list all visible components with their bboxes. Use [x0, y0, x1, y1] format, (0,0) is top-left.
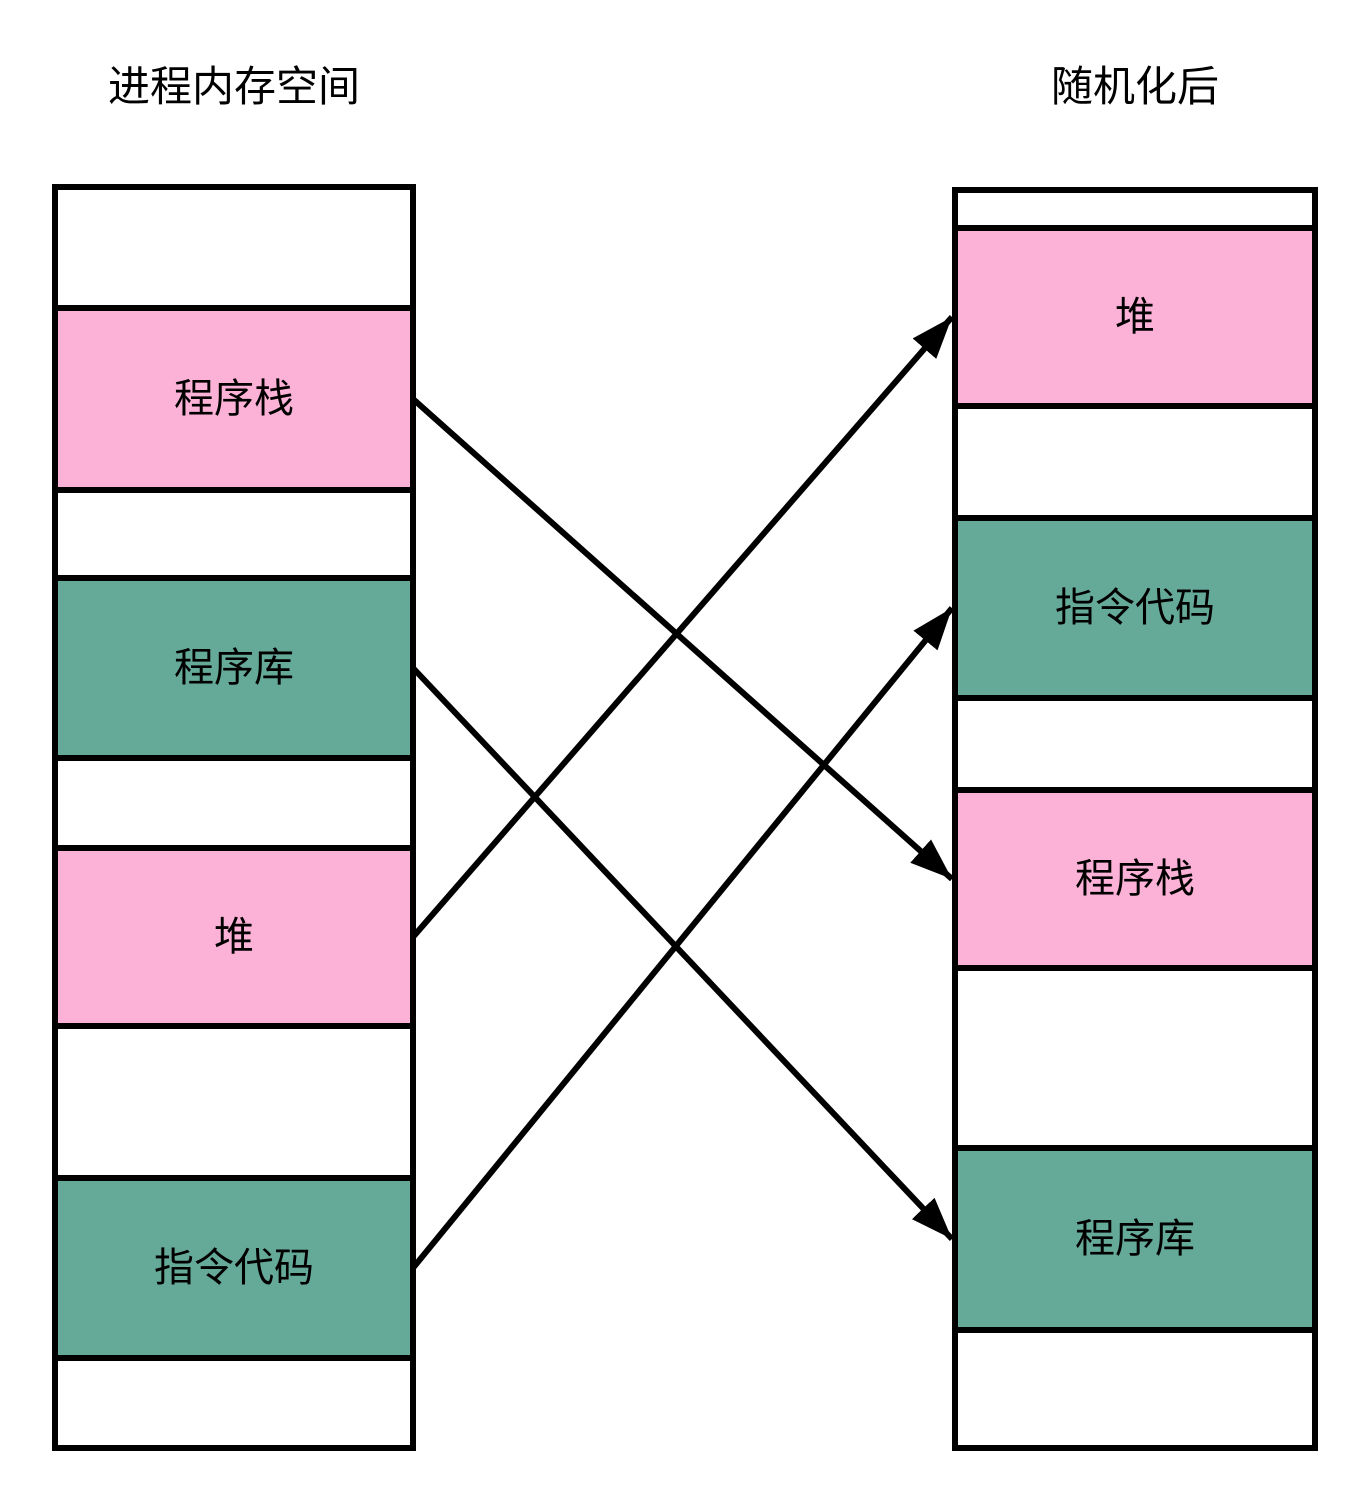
left-column-title: 进程内存空间	[108, 63, 360, 110]
memory-segment-original	[52, 1175, 416, 1361]
memory-gap-original	[52, 755, 416, 851]
memory-segment-label-original: 程序库	[174, 646, 294, 690]
memory-segment-randomized	[952, 1145, 1318, 1333]
mapping-arrow	[410, 315, 955, 939]
memory-segment-label-original: 指令代码	[154, 1246, 314, 1290]
memory-segment-label-original: 堆	[214, 915, 254, 959]
memory-segment-original	[52, 575, 416, 761]
memory-segment-label-randomized: 程序库	[1075, 1217, 1195, 1261]
memory-gap-original	[52, 1355, 416, 1451]
mapping-arrow	[411, 396, 954, 882]
memory-segment-label-randomized: 程序栈	[1075, 857, 1195, 901]
memory-gap-randomized	[952, 187, 1318, 231]
memory-gap-randomized	[952, 1327, 1318, 1451]
mapping-arrow	[410, 606, 955, 1270]
mapping-arrows	[410, 315, 955, 1270]
memory-gap-randomized	[952, 965, 1318, 1151]
memory-segment-label-original: 程序栈	[174, 377, 294, 421]
memory-segment-original	[52, 305, 416, 493]
memory-segment-label-randomized: 指令代码	[1055, 586, 1215, 630]
memory-gap-original	[52, 184, 416, 311]
memory-gap-randomized	[952, 695, 1318, 793]
mapping-arrow	[410, 665, 955, 1242]
memory-gap-randomized	[952, 403, 1318, 521]
memory-gap-original	[52, 487, 416, 581]
right-column-title: 随机化后	[1051, 63, 1219, 110]
memory-segment-randomized	[952, 515, 1318, 701]
memory-segment-label-randomized: 堆	[1115, 295, 1155, 339]
memory-gap-original	[52, 1023, 416, 1181]
